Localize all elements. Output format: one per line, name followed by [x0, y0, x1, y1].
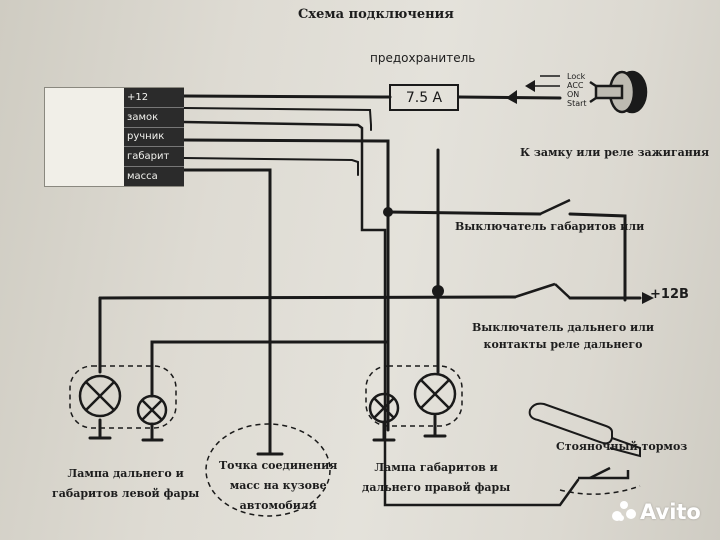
wire-to-parking-switch	[386, 210, 627, 302]
fuse-box: 7.5 A	[389, 84, 459, 111]
arrow-ignition-2	[525, 80, 535, 92]
caption-line: Выключатель дальнего или	[472, 321, 655, 334]
caption-line: дальнего правой фары	[362, 481, 511, 494]
wire-left-parking	[150, 340, 390, 398]
ground-point-caption: Точка соединения масс на кузове автомоби…	[219, 456, 337, 516]
caption-line: масс на кузове	[229, 479, 327, 492]
fuse-value: 7.5 A	[405, 89, 443, 106]
wire-ground-down	[182, 168, 272, 447]
fuse-label: предохранитель	[370, 51, 476, 65]
ignition-position: ON	[567, 90, 580, 99]
diagram-title: Схема подключения	[298, 7, 454, 22]
ignition-position: Start	[567, 99, 587, 108]
caption-line: Лампа габаритов и	[374, 461, 498, 474]
ignition-caption: К замку или реле зажигания	[520, 146, 710, 159]
high-beam-switch	[514, 282, 571, 299]
junction-dot	[383, 207, 393, 217]
parking-switch-caption: Выключатель габаритов или	[455, 220, 645, 233]
wire-parking-brake	[182, 120, 580, 507]
ignition-position: ACC	[567, 81, 584, 90]
high-beam-switch-caption: Выключатель дальнего или контакты реле д…	[472, 319, 654, 353]
brake-switch-housing	[559, 485, 641, 495]
brake-switch	[578, 470, 630, 480]
wire-ignition	[183, 107, 372, 131]
pin-label: масса	[127, 171, 158, 183]
watermark-text: Avito	[640, 500, 701, 524]
parking-brake-icon	[528, 402, 641, 458]
pin-label: ручник	[124, 128, 184, 148]
pin-label: габарит	[124, 147, 184, 168]
left-headlight-housing	[69, 365, 177, 429]
wire-plus12	[182, 94, 392, 99]
left-parking-lamp	[136, 394, 168, 426]
left-high-beam-lamp	[78, 374, 122, 418]
arrow-ignition-1	[506, 90, 517, 104]
ground-point-circle	[205, 423, 331, 517]
right-headlight-housing	[365, 365, 463, 427]
right-parking-lamp	[368, 392, 400, 424]
left-lamps-caption: Лампа дальнего и габаритов левой фары	[52, 464, 199, 504]
parking-brake-caption: Стояночный тормоз	[556, 440, 688, 453]
pin-label: замок	[124, 108, 184, 128]
right-high-beam-lamp	[413, 372, 457, 416]
ignition-positions: Lock ACC ON Start	[567, 72, 587, 108]
wire-ground	[183, 157, 359, 176]
pin-label: +12	[124, 88, 184, 108]
ignition-position: Lock	[567, 72, 586, 81]
avito-logo-icon	[612, 501, 636, 523]
caption-line: Точка соединения	[219, 459, 338, 472]
arrow-plus12	[642, 292, 654, 304]
caption-line: габаритов левой фары	[52, 487, 200, 500]
avito-watermark: Avito	[612, 500, 701, 524]
caption-line: автомобиля	[239, 499, 317, 512]
right-lamps-caption: Лампа габаритов и дальнего правой фары	[362, 458, 510, 498]
caption-line: Лампа дальнего и	[67, 467, 184, 480]
caption-line: контакты реле дальнего	[483, 338, 643, 351]
supply-label: +12В	[650, 287, 689, 302]
wire-high-beam-bus	[98, 295, 642, 300]
parking-lights-switch	[539, 198, 571, 216]
ignition-key-icon	[589, 70, 648, 114]
junction-dot	[432, 285, 444, 297]
wire-parking-lights	[182, 138, 390, 432]
module-connector: +12 замок ручник габарит масса	[124, 88, 184, 186]
